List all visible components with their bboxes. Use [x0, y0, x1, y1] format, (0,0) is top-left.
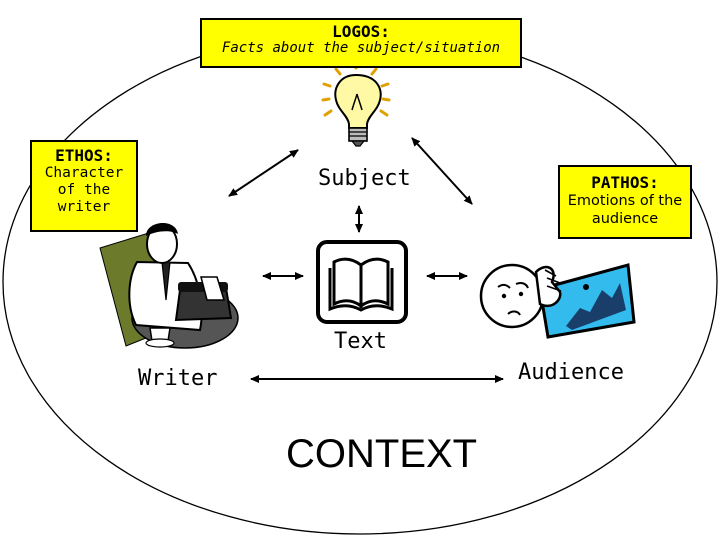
pathos-title: PATHOS:: [591, 173, 659, 192]
lightbulb-icon: [321, 60, 391, 147]
ethos-title: ETHOS:: [55, 146, 113, 165]
ethos-box: ETHOS: Character of the writer: [30, 140, 138, 232]
subject-label: Subject: [318, 166, 411, 191]
logos-title: LOGOS:: [332, 22, 390, 41]
writer-at-typewriter-illustration: [99, 222, 239, 349]
text-label: Text: [334, 329, 387, 354]
ethos-subtitle: Character of the writer: [44, 164, 124, 215]
arrow-logos-pathos: [411, 137, 473, 205]
audience-label: Audience: [518, 360, 624, 385]
arrow-logos-ethos: [228, 149, 299, 197]
thinking-person-illustration: [479, 263, 636, 339]
writer-label: Writer: [138, 366, 218, 391]
pathos-box: PATHOS: Emotions of the audience: [558, 165, 692, 239]
pathos-subtitle: Emotions of the audience: [567, 192, 683, 228]
book-icon: [316, 240, 408, 324]
logos-box: LOGOS: Facts about the subject/situation: [200, 18, 522, 68]
logos-subtitle: Facts about the subject/situation: [221, 39, 501, 56]
context-label: CONTEXT: [286, 432, 478, 476]
